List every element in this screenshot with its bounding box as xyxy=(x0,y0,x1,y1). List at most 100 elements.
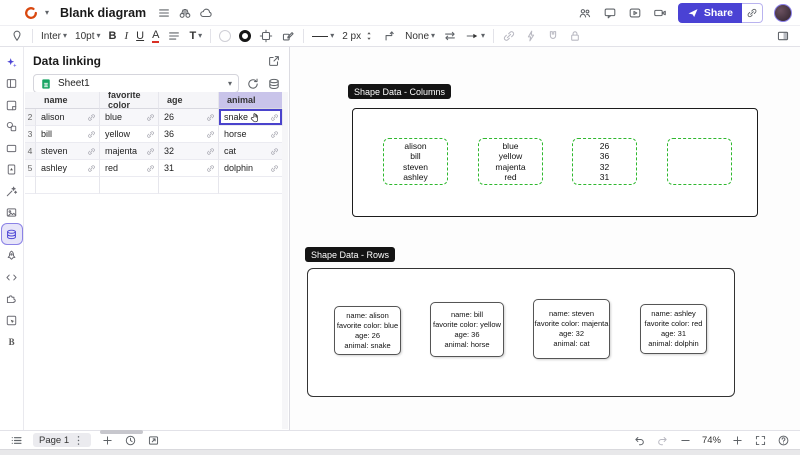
shape-snap-icon[interactable] xyxy=(259,29,273,43)
row-number[interactable]: 5 xyxy=(25,160,36,177)
swap-direction-icon[interactable] xyxy=(443,29,457,43)
sidebar-item-ai-sparkle[interactable] xyxy=(2,52,22,72)
add-page-button[interactable] xyxy=(101,434,114,447)
text-color-button[interactable]: A xyxy=(152,28,160,43)
line-style-select[interactable]: ▾ xyxy=(312,32,334,40)
sidebar-item-code[interactable] xyxy=(2,267,22,287)
actions-icon[interactable] xyxy=(524,29,538,43)
cell-animal-2[interactable]: snake xyxy=(219,109,283,126)
column-header-age[interactable]: age xyxy=(159,92,219,109)
cell-animal-5[interactable]: dolphin xyxy=(219,160,283,177)
share-button[interactable]: Share xyxy=(677,2,742,23)
sidebar-item-document-shape[interactable] xyxy=(2,160,22,180)
cell-name-5[interactable]: ashley xyxy=(36,160,100,177)
font-size-select[interactable]: 10pt ▾ xyxy=(75,31,100,42)
sidebar-item-layout-panels[interactable] xyxy=(2,74,22,94)
sidebar-item-frame[interactable] xyxy=(2,138,22,158)
zoom-in-button[interactable] xyxy=(731,434,744,447)
hyperlink-icon[interactable] xyxy=(502,29,516,43)
sidebar-item-magic-wand[interactable] xyxy=(2,181,22,201)
cell-age-4[interactable]: 32 xyxy=(159,143,219,160)
columns-section-label[interactable]: Shape Data - Columns xyxy=(348,84,452,99)
open-external-icon[interactable] xyxy=(267,54,281,68)
line-width-stepper[interactable]: 2 px xyxy=(342,30,375,42)
kebab-menu-icon[interactable] xyxy=(72,434,85,447)
user-avatar[interactable] xyxy=(774,3,792,22)
font-family-select[interactable]: Inter ▾ xyxy=(41,31,67,42)
panel-hscrollbar-thumb[interactable] xyxy=(100,430,143,434)
present-play-icon[interactable] xyxy=(628,6,642,20)
cell-name-3[interactable]: bill xyxy=(36,126,100,143)
magnetize-icon[interactable] xyxy=(546,29,560,43)
column-header-favorite-color[interactable]: favorite color xyxy=(100,92,159,109)
column-data-shape-4[interactable] xyxy=(667,138,732,185)
sidebar-item-image[interactable] xyxy=(2,203,22,223)
sidebar-item-rocket[interactable] xyxy=(2,246,22,266)
cell-favorite_color-5[interactable]: red xyxy=(100,160,159,177)
sidebar-item-inspect[interactable] xyxy=(2,310,22,330)
chevron-down-icon[interactable]: ▾ xyxy=(45,7,50,17)
line-shape-icon[interactable] xyxy=(383,29,397,43)
arrowhead-select[interactable]: ▾ xyxy=(465,29,485,43)
row-number[interactable]: 4 xyxy=(25,143,36,160)
history-icon[interactable] xyxy=(124,434,137,447)
page-list-icon[interactable] xyxy=(10,434,23,447)
cell-age-2[interactable]: 26 xyxy=(159,109,219,126)
empty-cell[interactable] xyxy=(159,177,219,194)
stroke-color-button[interactable] xyxy=(239,30,252,42)
lucid-logo-icon[interactable] xyxy=(24,6,38,20)
cell-favorite_color-4[interactable]: majenta xyxy=(100,143,159,160)
bold-button[interactable]: B xyxy=(108,30,117,42)
column-header-animal[interactable]: animal xyxy=(219,92,283,109)
empty-cell[interactable] xyxy=(219,177,283,194)
italic-button[interactable]: I xyxy=(124,30,129,42)
cell-name-4[interactable]: steven xyxy=(36,143,100,160)
cell-name-2[interactable]: alison xyxy=(36,109,100,126)
row-number[interactable]: 2 xyxy=(25,109,36,126)
cell-animal-3[interactable]: horse xyxy=(219,126,283,143)
underline-button[interactable]: U xyxy=(136,30,145,42)
empty-cell[interactable] xyxy=(25,177,36,194)
redo-icon[interactable] xyxy=(656,434,669,447)
zoom-out-button[interactable] xyxy=(679,434,692,447)
empty-cell[interactable] xyxy=(100,177,159,194)
rows-section-label[interactable]: Shape Data - Rows xyxy=(305,247,396,262)
panel-toggle-icon[interactable] xyxy=(776,29,790,43)
document-title[interactable]: Blank diagram xyxy=(60,5,147,20)
empty-cell[interactable] xyxy=(36,177,100,194)
fill-color-button[interactable] xyxy=(219,30,232,42)
collaborators-icon[interactable] xyxy=(578,6,592,20)
row-number[interactable]: 3 xyxy=(25,126,36,143)
page-tab[interactable]: Page 1 xyxy=(33,433,92,447)
lock-icon[interactable] xyxy=(568,29,582,43)
sidebar-item-shape-library[interactable] xyxy=(2,95,22,115)
cell-favorite_color-3[interactable]: yellow xyxy=(100,126,159,143)
export-slide-icon[interactable] xyxy=(147,434,160,447)
cell-age-3[interactable]: 36 xyxy=(159,126,219,143)
comments-icon[interactable] xyxy=(603,6,617,20)
sidebar-item-shapes[interactable] xyxy=(2,117,22,137)
refresh-data-icon[interactable] xyxy=(246,77,260,91)
menu-icon[interactable] xyxy=(157,6,171,20)
sidebar-item-plugin[interactable] xyxy=(2,289,22,309)
panel-vscrollbar[interactable] xyxy=(282,92,288,429)
cell-favorite_color-2[interactable]: blue xyxy=(100,109,159,126)
fit-screen-icon[interactable] xyxy=(754,434,767,447)
sidebar-item-data-linking[interactable] xyxy=(1,224,22,244)
search-binoculars-icon[interactable] xyxy=(178,6,192,20)
edit-shape-icon[interactable] xyxy=(281,29,295,43)
text-align-icon[interactable] xyxy=(167,29,181,43)
help-icon[interactable] xyxy=(777,434,790,447)
column-header-name[interactable]: name xyxy=(36,92,100,109)
undo-icon[interactable] xyxy=(633,434,646,447)
copy-link-button[interactable] xyxy=(742,2,763,23)
video-icon[interactable] xyxy=(653,6,667,20)
pointer-tool-icon[interactable] xyxy=(10,29,24,43)
